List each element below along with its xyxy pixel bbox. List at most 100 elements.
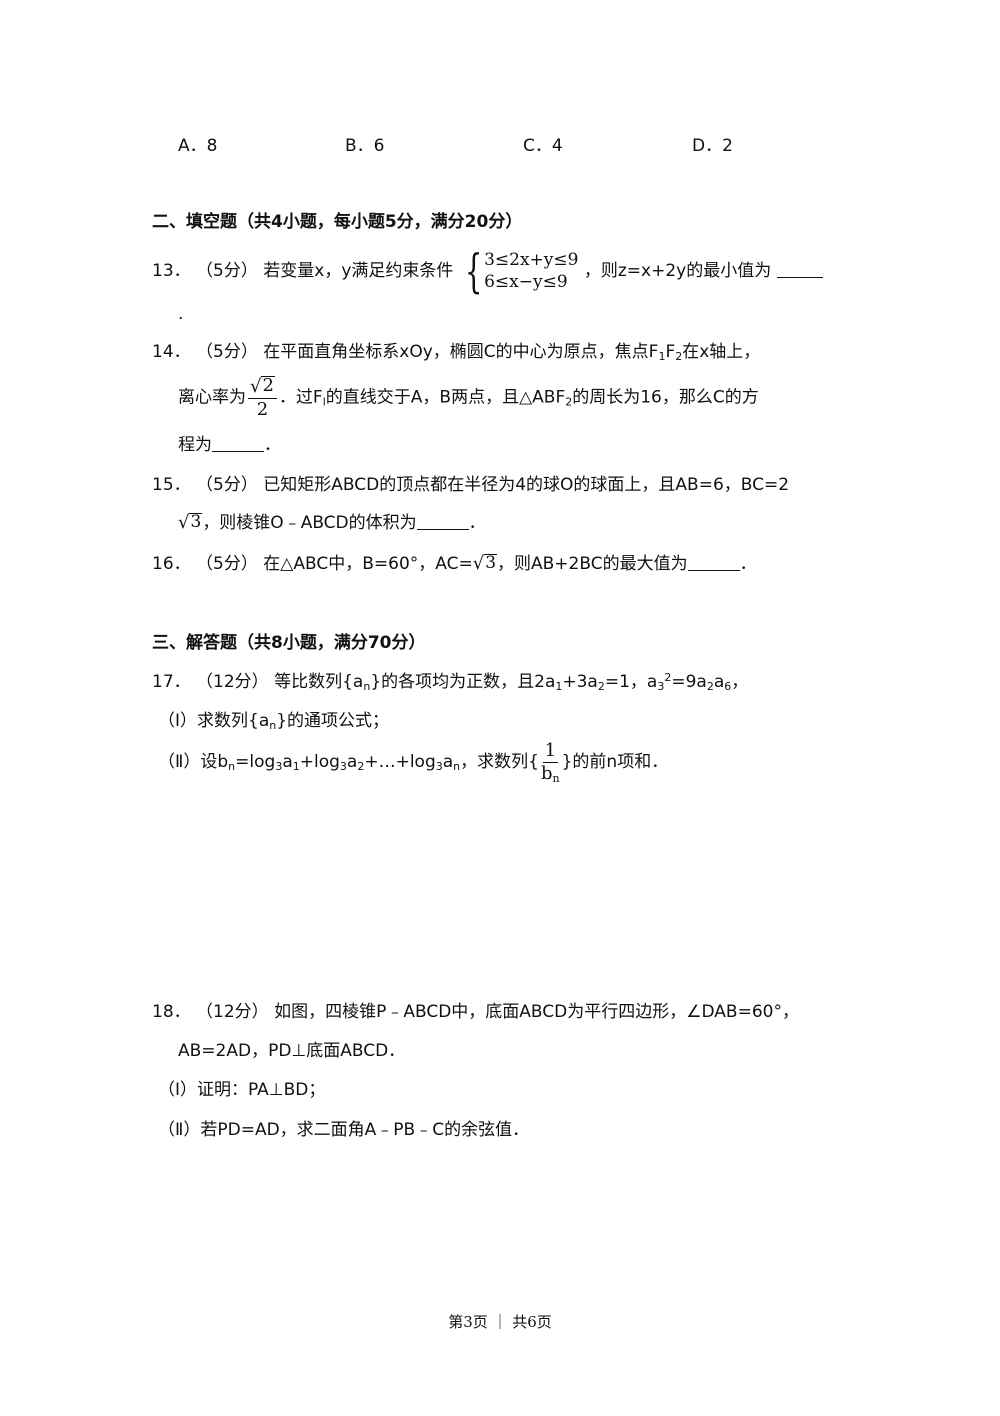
option-c: C．4 <box>523 136 563 156</box>
question-number: 14． <box>152 342 191 362</box>
question-number: 16． <box>152 554 191 574</box>
subscript: 2 <box>675 350 683 363</box>
question-text: +3a <box>562 672 598 692</box>
subscript: n <box>228 760 236 773</box>
question-18-line-1: 18． （12分） 如图，四棱锥P﹣ABCD中，底面ABCD为平行四边形，∠DA… <box>152 1000 799 1024</box>
question-text: 若变量x，y满足约束条件 <box>263 261 454 281</box>
subscript: 1 <box>658 350 666 363</box>
question-text: ，求数列{ <box>460 752 539 772</box>
constraint-row-1: 3≤2x+y≤9 <box>484 250 579 270</box>
question-text: 在x轴上， <box>682 342 761 362</box>
question-18-line-2: AB=2AD，PD⊥底面ABCD． <box>178 1041 406 1061</box>
constraint-row-2: 6≤x−y≤9 <box>484 272 568 292</box>
question-18-part-1: （Ⅰ）证明：PA⊥BD； <box>158 1078 325 1102</box>
subscript: n <box>552 771 560 785</box>
subscript: n <box>269 719 277 732</box>
question-text: 的周长为16，那么C的方 <box>572 387 759 408</box>
question-text: =9a <box>671 672 707 692</box>
question-text: 求数列{a <box>197 711 270 731</box>
question-text: a <box>442 752 454 772</box>
constraint-system: { 3≤2x+y≤9 6≤x−y≤9 <box>459 248 579 294</box>
radicand: 3 <box>189 512 203 533</box>
sqrt-3: √3 <box>178 512 203 533</box>
answer-blank[interactable] <box>687 552 740 571</box>
radical-icon: √ <box>178 512 190 533</box>
subscript: 6 <box>724 680 732 693</box>
question-text: ． <box>468 513 486 533</box>
question-text: 设b <box>200 752 229 772</box>
question-text: }的前n项和． <box>561 752 669 772</box>
question-score: （12分） <box>196 1002 269 1022</box>
question-text: 已知矩形ABCD的顶点都在半径为4的球O的球面上，且AB=6，BC=2 <box>263 475 790 495</box>
question-text: =1，a <box>604 672 658 692</box>
option-d: D．2 <box>692 136 733 156</box>
answer-blank[interactable] <box>776 259 823 278</box>
question-text: 在平面直角坐标系xOy，椭圆C的中心为原点，焦点F <box>263 342 659 362</box>
question-17-line-1: 17． （12分） 等比数列{an}的各项均为正数，且2a1+3a2=1，a32… <box>152 670 748 694</box>
section-heading-solutions: 三、解答题（共8小题，满分70分） <box>152 633 426 653</box>
question-text: }的通项公式； <box>276 711 390 731</box>
question-13: 13． （5分） 若变量x，y满足约束条件 { 3≤2x+y≤9 6≤x−y≤9… <box>152 248 823 294</box>
question-number: 15． <box>152 475 191 495</box>
subscript: 3 <box>275 760 283 773</box>
subscript: 2 <box>357 760 365 773</box>
question-text: +log <box>299 752 340 772</box>
question-text: a <box>346 752 358 772</box>
question-18-part-2: （Ⅱ）若PD=AD，求二面角A﹣PB﹣C的余弦值． <box>158 1118 529 1142</box>
section-heading-fill-in: 二、填空题（共4小题，每小题5分，满分20分） <box>152 212 523 232</box>
subscript: n <box>363 680 371 693</box>
denominator: b <box>540 762 553 784</box>
question-13-tail: . <box>178 304 184 324</box>
question-16: 16． （5分） 在△ABC中，B=60°，AC=√3，则AB+2BC的最大值为… <box>152 552 757 576</box>
superscript: 2 <box>664 671 672 684</box>
question-number: 13． <box>152 261 191 281</box>
question-score: （5分） <box>196 342 258 362</box>
numerator: 1 <box>542 739 559 763</box>
question-text: ．过F <box>278 387 323 408</box>
subscript: 3 <box>657 680 665 693</box>
answer-blank[interactable] <box>212 433 264 452</box>
subscript: 1 <box>292 760 300 773</box>
subscript: l <box>322 395 326 409</box>
part-label: （Ⅱ） <box>158 752 201 772</box>
subscript: 2 <box>565 395 573 409</box>
question-15-line-2: √3，则棱锥O﹣ABCD的体积为 ． <box>178 511 486 535</box>
subscript: 2 <box>706 680 714 693</box>
question-text: ，则棱锥O﹣ABCD的体积为 <box>202 513 417 533</box>
answer-blank[interactable] <box>416 511 469 530</box>
question-14-line-1: 14． （5分） 在平面直角坐标系xOy，椭圆C的中心为原点，焦点F1F2在x轴… <box>152 340 760 364</box>
question-score: （5分） <box>196 261 258 281</box>
question-number: 18． <box>152 1002 191 1022</box>
part-label: （Ⅰ） <box>158 1080 198 1100</box>
question-text: a <box>713 672 725 692</box>
radical-icon: √ <box>250 375 262 397</box>
option-b: B．6 <box>345 136 385 156</box>
question-17-part-1: （Ⅰ）求数列{an}的通项公式； <box>158 709 389 733</box>
question-text: 如图，四棱锥P﹣ABCD中，底面ABCD为平行四边形，∠DAB=60°， <box>274 1002 799 1022</box>
radical-icon: √ <box>472 553 485 574</box>
subscript: n <box>453 760 461 773</box>
question-text: ，则z=x+2y的最小值为 <box>583 261 772 281</box>
question-number: 17． <box>152 672 191 692</box>
part-label: （Ⅰ） <box>158 711 198 731</box>
option-a: A．8 <box>178 136 218 156</box>
question-text: ， <box>731 672 749 692</box>
question-14-line-3: 程为． <box>178 433 281 457</box>
question-text: 程为 <box>178 435 212 455</box>
question-score: （12分） <box>196 672 269 692</box>
question-text: }的各项均为正数，且2a <box>370 672 556 692</box>
page-footer: 第3页 ｜ 共6页 <box>448 1313 552 1331</box>
subscript: 3 <box>339 760 347 773</box>
question-text: 离心率为 <box>178 387 246 408</box>
left-brace-icon: { <box>464 244 483 298</box>
question-score: （5分） <box>196 554 258 574</box>
question-text: F <box>665 342 676 362</box>
question-text: =log <box>235 752 276 772</box>
radicand: 2 <box>261 375 275 396</box>
question-score: （5分） <box>196 475 258 495</box>
